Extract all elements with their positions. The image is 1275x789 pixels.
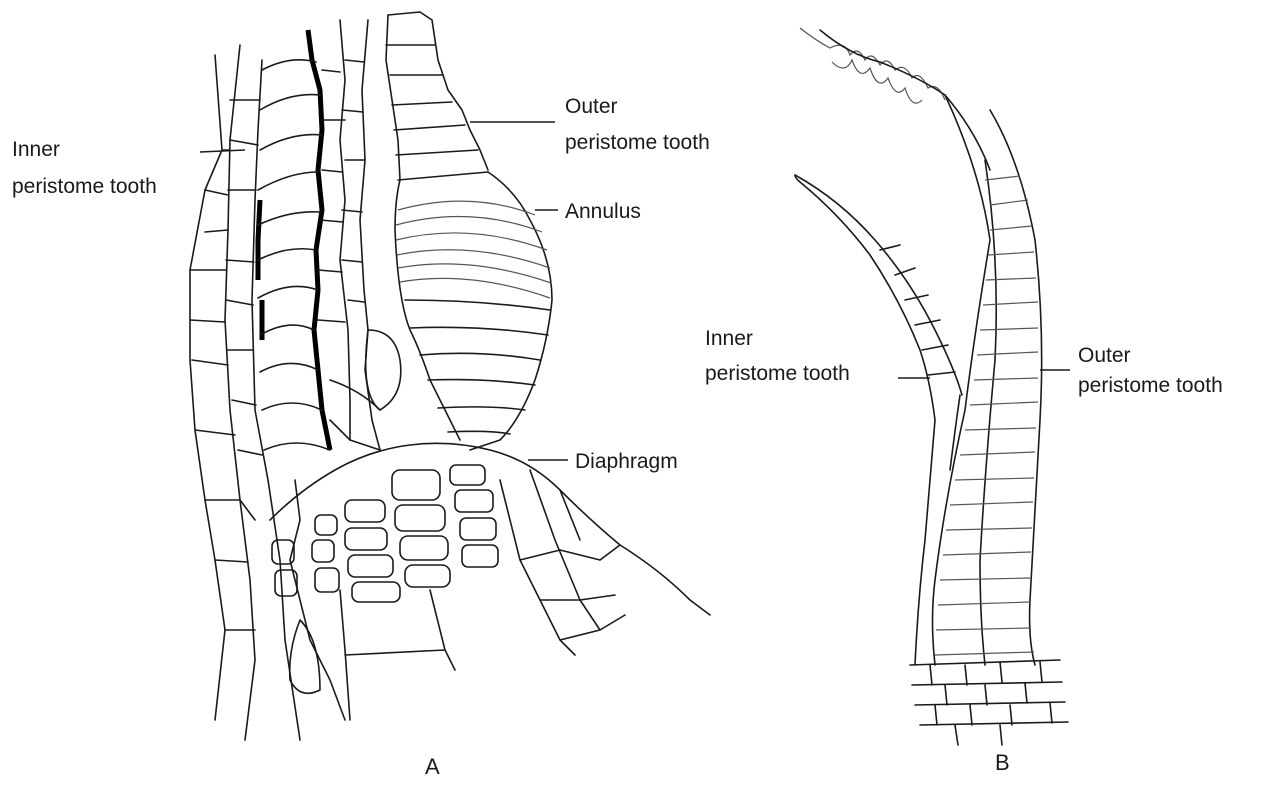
label-outer-tooth-a-line1: Outer bbox=[565, 95, 618, 118]
label-inner-tooth-b-line2: peristome tooth bbox=[705, 362, 850, 385]
label-annulus: Annulus bbox=[565, 200, 641, 223]
figure-a-inner-tooth-cells bbox=[190, 45, 300, 740]
figure-a-labels: Inner peristome tooth Outer peristome to… bbox=[12, 95, 710, 779]
label-outer-tooth-b-line2: peristome tooth bbox=[1078, 374, 1223, 397]
figure-a-outer-tooth-cells bbox=[386, 12, 488, 180]
label-inner-tooth-a-line1: Inner bbox=[12, 138, 60, 161]
leader-inner-tooth-a bbox=[200, 150, 245, 152]
figure-b-tooth-tip bbox=[800, 28, 990, 170]
figure-b-drawing bbox=[795, 28, 1068, 745]
figure-a-caption: A bbox=[425, 754, 440, 779]
figure-b-base-cells bbox=[910, 660, 1068, 745]
label-inner-tooth-a-line2: peristome tooth bbox=[12, 175, 157, 198]
figure-b-labels: Inner peristome tooth Outer peristome to… bbox=[705, 327, 1223, 775]
label-inner-tooth-b-line1: Inner bbox=[705, 327, 753, 350]
figure-a-dark-tooth bbox=[258, 30, 330, 450]
figure-b-caption: B bbox=[995, 750, 1010, 775]
figure-b-outer-tooth bbox=[933, 95, 1042, 665]
figure-b-inner-tooth bbox=[795, 175, 962, 665]
label-diaphragm: Diaphragm bbox=[575, 450, 678, 473]
figure-a-annulus bbox=[395, 172, 552, 450]
label-outer-tooth-b-line1: Outer bbox=[1078, 344, 1131, 367]
figure-a-middle-cells bbox=[318, 20, 401, 450]
label-outer-tooth-a-line2: peristome tooth bbox=[565, 131, 710, 154]
figure-a-diaphragm-cells bbox=[270, 443, 710, 720]
figure-a-drawing bbox=[190, 12, 710, 740]
